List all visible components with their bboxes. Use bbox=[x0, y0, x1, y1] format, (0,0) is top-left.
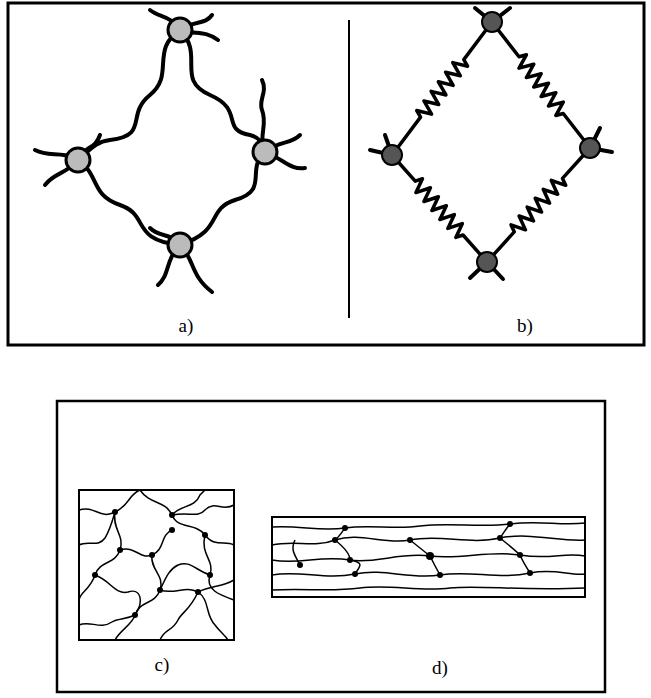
crosslink-dots bbox=[92, 509, 213, 618]
top-frame bbox=[8, 3, 644, 345]
network-box bbox=[272, 517, 585, 597]
panel-label: d) bbox=[430, 658, 450, 679]
crosslink-dots bbox=[297, 521, 533, 578]
random-network bbox=[79, 490, 234, 640]
stretched-network bbox=[272, 523, 585, 590]
crosslink-dots bbox=[382, 12, 600, 272]
relaxed-chains bbox=[35, 10, 305, 292]
spring-chains bbox=[387, 18, 596, 267]
panel-label: a) bbox=[177, 316, 196, 337]
crosslink-dots bbox=[66, 18, 277, 257]
panel-label: c) bbox=[153, 655, 172, 676]
network-box bbox=[79, 490, 234, 640]
bottom-frame bbox=[57, 401, 605, 692]
panel-label: b) bbox=[515, 316, 535, 337]
chain-stubs bbox=[370, 8, 612, 279]
divider-line bbox=[348, 20, 350, 318]
